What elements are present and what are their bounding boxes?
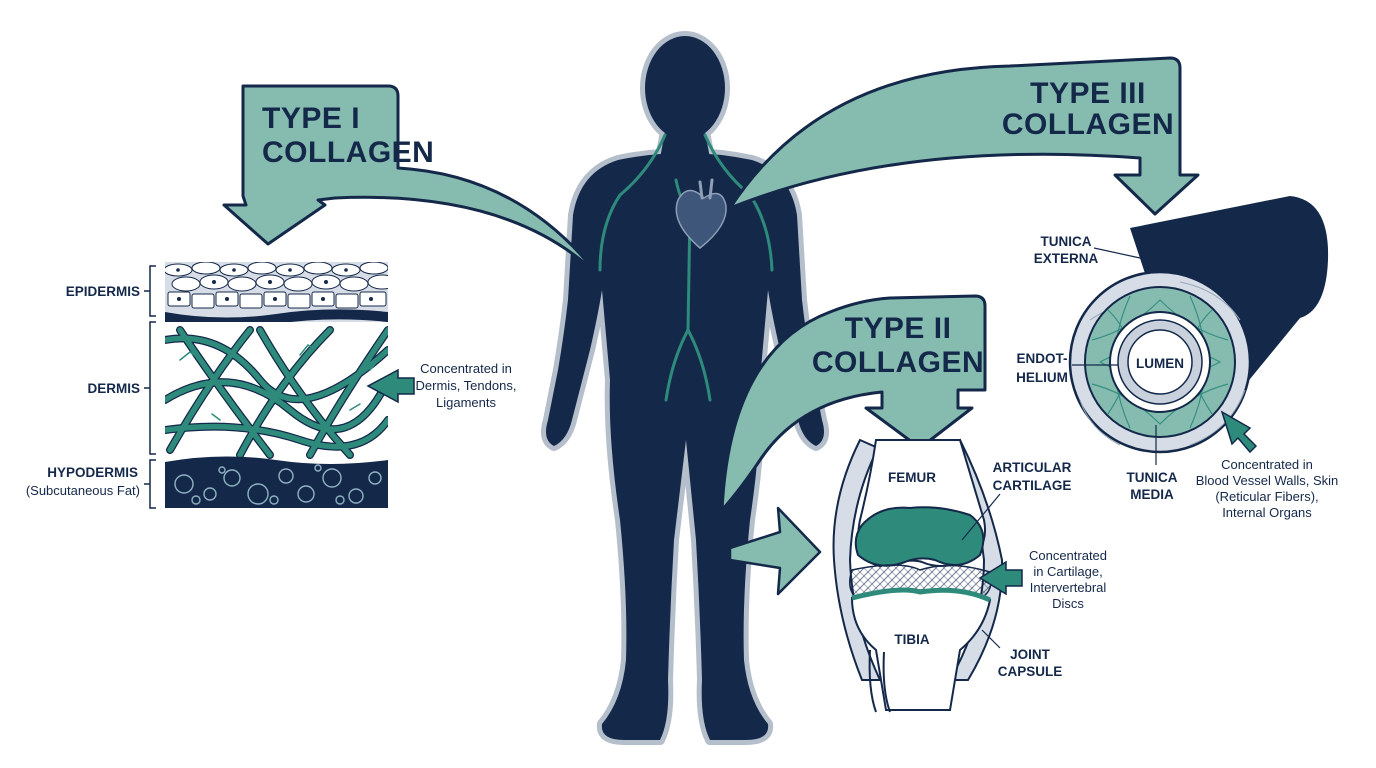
type3-title-line2: COLLAGEN <box>1002 108 1174 141</box>
type2-note-line1: Concentrated <box>1029 548 1107 563</box>
type1-note-line1: Concentrated in <box>420 361 512 376</box>
dermis-collagen-fibers <box>165 326 388 459</box>
blood-vessel-cross-section: LUMEN TUNICA EXTERNA ENDOT- HELIUM TUNIC… <box>1016 196 1338 520</box>
lumen <box>1127 329 1193 395</box>
type2-note-line2: in Cartilage, <box>1033 564 1102 579</box>
label-articular-cartilage-line1: ARTICULAR <box>993 460 1072 475</box>
label-endothelium-line1: ENDOT- <box>1016 351 1067 366</box>
type2-pointer-arrow <box>978 560 1023 596</box>
label-lumen: LUMEN <box>1136 356 1184 371</box>
type3-note-line2: Blood Vessel Walls, Skin <box>1196 473 1339 488</box>
label-joint-capsule-line2: CAPSULE <box>998 664 1063 679</box>
type1-callout-arrow: TYPE I COLLAGEN <box>222 84 600 277</box>
label-tunica-externa-line1: TUNICA <box>1041 234 1092 249</box>
human-silhouette-icon <box>541 31 829 745</box>
label-femur: FEMUR <box>888 470 936 485</box>
label-tunica-externa-line2: EXTERNA <box>1034 251 1099 266</box>
type2-note-line4: Discs <box>1052 596 1084 611</box>
layer-brackets <box>144 265 156 509</box>
type3-callout-arrow: TYPE III COLLAGEN <box>728 56 1200 216</box>
articular-cartilage <box>854 506 985 567</box>
type1-pointer-arrow <box>366 368 415 404</box>
heart-icon <box>675 178 727 249</box>
epidermis-cells <box>165 262 388 309</box>
label-tunica-media-line1: TUNICA <box>1127 470 1178 485</box>
type1-note-line3: Ligaments <box>436 395 496 410</box>
type2-title-line1: TYPE II <box>845 312 952 345</box>
type2-note-line3: Intervertebral <box>1030 580 1107 595</box>
type1-note-line2: Dermis, Tendons, <box>416 378 517 393</box>
label-tunica-media-line2: MEDIA <box>1130 487 1174 502</box>
label-joint-capsule-line1: JOINT <box>1010 647 1051 662</box>
type2-callout-arrow: TYPE II COLLAGEN <box>720 294 987 512</box>
type3-note-line3: (Reticular Fibers), <box>1215 489 1318 504</box>
type3-note-line1: Concentrated in <box>1221 457 1313 472</box>
skin-cross-section: EPIDERMIS DERMIS HYPODERMIS (Subcutaneou… <box>26 262 517 509</box>
type3-pointer-arrow <box>1220 410 1258 454</box>
knee-joint: FEMUR TIBIA ARTICULAR CARTILAGE JOINT CA… <box>832 438 1107 713</box>
fat-cells <box>174 464 382 505</box>
knee-pointer-arrow <box>728 506 822 596</box>
label-hypodermis-sub: (Subcutaneous Fat) <box>26 483 140 498</box>
label-dermis: DERMIS <box>87 381 140 396</box>
label-hypodermis: HYPODERMIS <box>47 465 138 480</box>
label-articular-cartilage-line2: CARTILAGE <box>993 478 1072 493</box>
label-endothelium-line2: HELIUM <box>1016 370 1068 385</box>
type3-title-line1: TYPE III <box>1030 77 1146 110</box>
type1-title-line2: COLLAGEN <box>262 136 434 169</box>
type2-title-line2: COLLAGEN <box>812 346 984 379</box>
type3-note-line4: Internal Organs <box>1222 505 1312 520</box>
label-epidermis: EPIDERMIS <box>66 284 140 299</box>
label-tibia: TIBIA <box>894 632 929 647</box>
type1-title-line1: TYPE I <box>262 102 360 135</box>
